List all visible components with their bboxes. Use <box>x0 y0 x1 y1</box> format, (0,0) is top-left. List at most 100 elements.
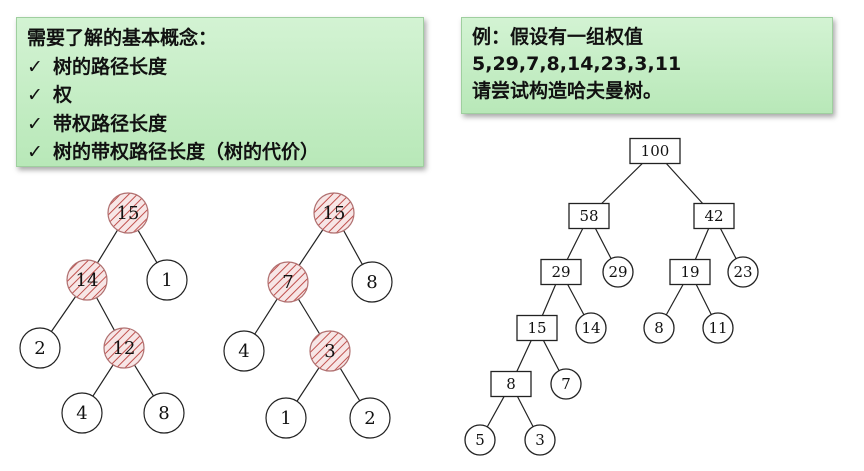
example-line: 请尝试构造哈夫曼树。 <box>472 80 663 102</box>
huffman-internal-node: 19 <box>669 258 711 286</box>
concept-item-label: 带权路径长度 <box>53 112 168 135</box>
tree-node: 8 <box>351 261 393 303</box>
node-label: 19 <box>680 263 699 281</box>
highlighted-tree-node: 3 <box>309 330 351 372</box>
node-label: 15 <box>527 319 546 337</box>
huffman-internal-node: 15 <box>516 314 558 342</box>
tree-node: 4 <box>61 392 103 434</box>
concepts-heading: 需要了解的基本概念： <box>27 27 218 49</box>
node-circle <box>103 327 145 369</box>
node-label: 14 <box>76 270 99 291</box>
huffman-leaf-node: 7 <box>550 368 582 400</box>
node-circle <box>265 397 307 439</box>
node-circle <box>309 330 351 372</box>
node-label: 8 <box>366 272 377 293</box>
node-box <box>490 370 532 398</box>
node-circle <box>351 261 393 303</box>
huffman-internal-node: 8 <box>490 370 532 398</box>
node-circle <box>575 312 607 344</box>
concept-item: ✓ 带权路径长度 <box>27 110 413 139</box>
node-label: 7 <box>282 272 293 293</box>
node-circle <box>61 392 103 434</box>
node-circle <box>146 259 188 301</box>
node-label: 15 <box>323 203 346 224</box>
node-label: 3 <box>535 431 545 449</box>
node-circle <box>702 312 734 344</box>
check-icon: ✓ <box>27 141 43 163</box>
huffman-leaf-node: 29 <box>602 256 634 288</box>
highlighted-tree-node: 15 <box>313 192 355 234</box>
tree-node: 1 <box>265 397 307 439</box>
node-label: 2 <box>34 338 45 359</box>
example-line: 5,29,7,8,14,23,3,11 <box>472 53 682 75</box>
node-circle <box>143 392 185 434</box>
node-label: 2 <box>364 408 375 429</box>
concept-item: ✓权 <box>27 81 413 110</box>
node-label: 58 <box>579 207 598 225</box>
node-label: 8 <box>506 375 516 393</box>
node-label: 7 <box>561 375 571 393</box>
node-circle <box>727 256 759 288</box>
node-label: 8 <box>158 403 169 424</box>
node-label: 1 <box>280 408 291 429</box>
highlighted-tree-node: 12 <box>103 327 145 369</box>
node-label: 4 <box>76 403 87 424</box>
node-box <box>629 137 681 165</box>
node-label: 100 <box>641 142 670 160</box>
node-box <box>669 258 711 286</box>
node-circle <box>313 192 355 234</box>
example-line: 例：假设有一组权值 <box>472 26 644 48</box>
tree-node: 4 <box>223 330 265 372</box>
node-box <box>568 202 610 230</box>
node-circle <box>267 261 309 303</box>
node-circle <box>223 330 265 372</box>
node-circle <box>349 397 391 439</box>
node-label: 11 <box>708 319 727 337</box>
check-icon: ✓ <box>27 112 43 135</box>
node-label: 15 <box>117 203 140 224</box>
huffman-leaf-node: 14 <box>575 312 607 344</box>
concept-item: ✓树的带权路径长度（树的代价） <box>27 138 413 167</box>
node-label: 29 <box>608 263 627 281</box>
huffman-internal-node: 100 <box>629 137 681 165</box>
node-label: 14 <box>581 319 600 337</box>
node-label: 3 <box>324 341 335 362</box>
tree-node: 2 <box>349 397 391 439</box>
huffman-leaf-node: 5 <box>464 424 496 456</box>
highlighted-tree-node: 14 <box>66 259 108 301</box>
node-label: 12 <box>113 338 136 359</box>
huffman-internal-node: 42 <box>693 202 735 230</box>
huffman-leaf-node: 3 <box>524 424 556 456</box>
node-circle <box>107 192 149 234</box>
example-box: 例：假设有一组权值 5,29,7,8,14,23,3,11 请尝试构造哈夫曼树。 <box>461 17 833 114</box>
tree-node: 8 <box>143 392 185 434</box>
highlighted-tree-node: 7 <box>267 261 309 303</box>
concept-item: ✓ 树的路径长度 <box>27 53 413 82</box>
tree-node: 2 <box>19 327 61 369</box>
node-circle <box>602 256 634 288</box>
huffman-internal-node: 29 <box>540 258 582 286</box>
check-icon: ✓ <box>27 55 43 78</box>
huffman-leaf-node: 8 <box>643 312 675 344</box>
concept-item-label: 权 <box>53 84 73 106</box>
check-icon: ✓ <box>27 84 43 106</box>
highlighted-tree-node: 15 <box>107 192 149 234</box>
node-label: 4 <box>238 341 249 362</box>
node-label: 23 <box>733 263 752 281</box>
huffman-leaf-node: 23 <box>727 256 759 288</box>
huffman-internal-node: 58 <box>568 202 610 230</box>
node-label: 42 <box>704 207 723 225</box>
concept-item-label: 树的路径长度 <box>53 55 168 78</box>
node-label: 29 <box>551 263 570 281</box>
node-label: 1 <box>161 270 172 291</box>
node-circle <box>550 368 582 400</box>
huffman-leaf-node: 11 <box>702 312 734 344</box>
node-circle <box>66 259 108 301</box>
concepts-box: 需要了解的基本概念： ✓树的路径长度 ✓权 ✓带权路径长度 ✓树的带权路径长度（… <box>16 17 424 167</box>
node-circle <box>19 327 61 369</box>
node-label: 5 <box>475 431 485 449</box>
node-circle <box>643 312 675 344</box>
node-box <box>516 314 558 342</box>
node-box <box>693 202 735 230</box>
